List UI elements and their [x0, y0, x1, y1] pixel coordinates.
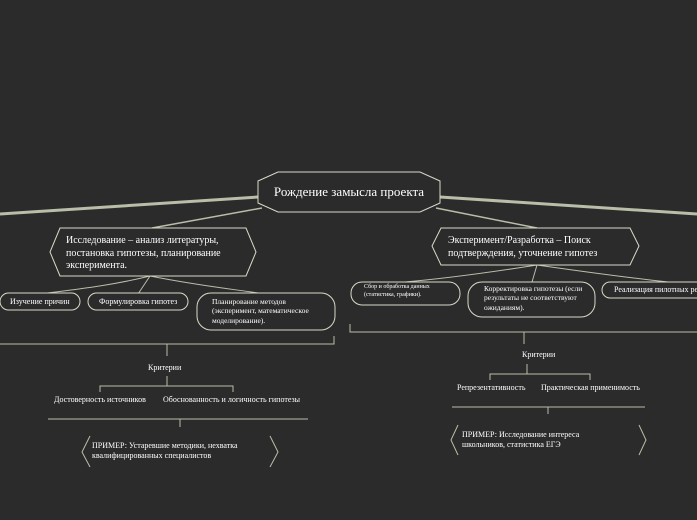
right-criteria-connector [489, 364, 591, 380]
right-topic-label[interactable]: Эксперимент/Разработка – Поиск подтвержд… [448, 235, 598, 259]
right-example-label[interactable]: ПРИМЕР: Исследование интереса школьников… [462, 430, 580, 449]
right-criterion-1[interactable]: Репрезентативность [457, 383, 526, 392]
right-example-bracket-left [450, 424, 459, 456]
left-child-3-label[interactable]: Планирование методов (эксперимент, матем… [212, 297, 309, 325]
left-child-2-label[interactable]: Формулировка гипотез [99, 297, 178, 306]
edge-left-child-2 [137, 275, 151, 295]
left-criteria-label[interactable]: Критерии [148, 363, 182, 372]
left-child-1-label[interactable]: Изучение причин [10, 297, 70, 306]
right-criterion-2[interactable]: Практическая применимость [541, 383, 640, 392]
left-topic-label[interactable]: Исследование – анализ литературы, постан… [66, 235, 221, 271]
edge-root-right-far [439, 195, 697, 216]
root-node-label[interactable]: Рождение замысла проекта [273, 184, 425, 199]
left-child-3-shape[interactable] [196, 292, 336, 331]
left-example-label[interactable]: ПРИМЕР: Устаревшие методики, нехватка кв… [92, 441, 238, 460]
edge-right-child-3 [536, 264, 669, 283]
right-child-1-label[interactable]: Сбор и обработка данных (статистика, гра… [364, 284, 430, 298]
right-child-3-shape[interactable] [601, 281, 697, 299]
left-criteria-connector [99, 376, 234, 392]
left-example-bracket-left [81, 435, 91, 468]
right-child-3-label[interactable]: Реализация пилотных решений [614, 285, 697, 294]
left-summary-brace [0, 336, 335, 356]
right-example-divider [452, 406, 645, 414]
left-child-2-shape[interactable] [87, 292, 189, 311]
edge-right-child-2 [531, 264, 538, 283]
right-criteria-label[interactable]: Критерии [522, 350, 556, 359]
right-child-1-shape[interactable] [350, 281, 461, 306]
left-topic-shape[interactable] [49, 227, 257, 277]
right-summary-brace [349, 324, 697, 344]
edge-root-left-far [0, 195, 259, 216]
left-example-divider [48, 418, 308, 427]
edge-right-child-1 [404, 264, 538, 283]
edge-left-child-3 [149, 275, 266, 295]
edge-root-left [151, 207, 263, 229]
left-criterion-2[interactable]: Обоснованность и логичность гипотезы [163, 395, 301, 404]
edge-left-child-1 [39, 275, 151, 295]
right-child-2-label[interactable]: Корректировка гипотезы (если результаты … [484, 284, 583, 312]
left-example-bracket-right [269, 435, 279, 468]
right-topic-shape[interactable] [431, 227, 640, 266]
left-criterion-1[interactable]: Достоверность источников [54, 395, 146, 404]
left-child-1-shape[interactable] [0, 292, 81, 311]
right-example-bracket-right [638, 424, 647, 456]
edge-root-right [435, 207, 538, 229]
root-node-shape[interactable] [257, 171, 441, 213]
right-child-2-shape[interactable] [467, 281, 596, 318]
